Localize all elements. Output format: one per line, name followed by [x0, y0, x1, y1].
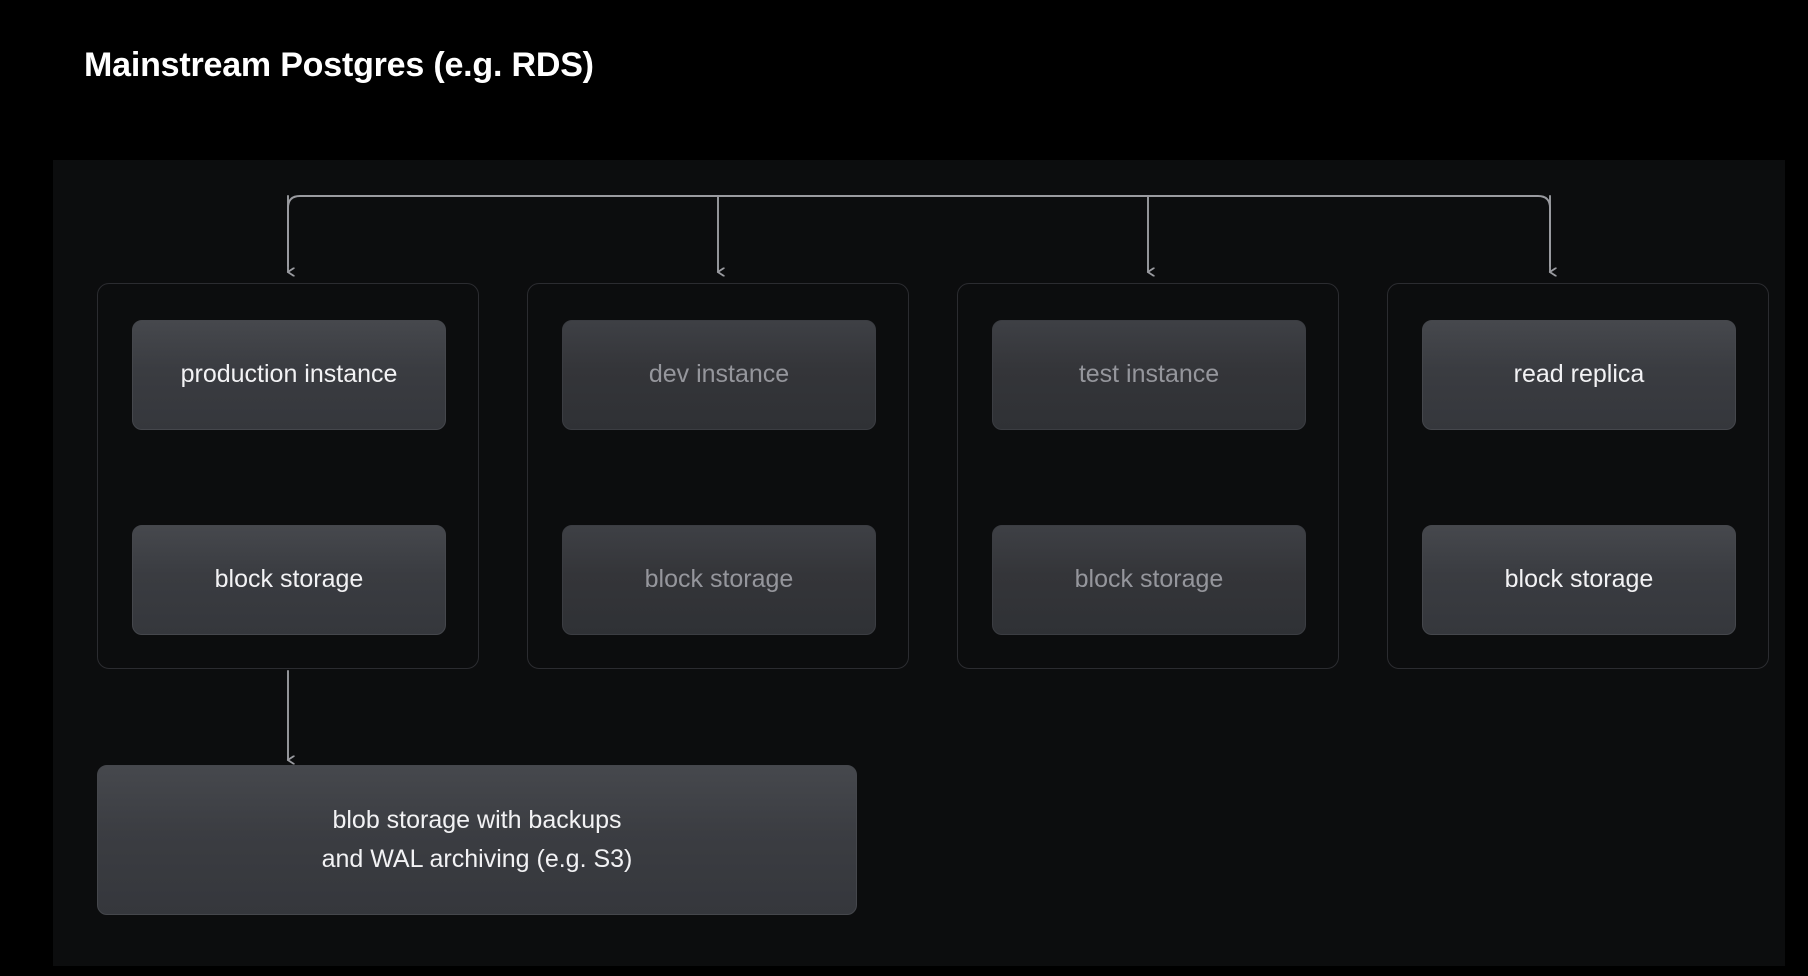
- node-dev-block-storage[interactable]: block storage: [562, 525, 876, 635]
- diagram-panel: production instance block storage dev in…: [53, 160, 1785, 966]
- group-production[interactable]: production instance block storage: [97, 283, 479, 669]
- group-test[interactable]: test instance block storage: [957, 283, 1339, 669]
- node-blob-storage[interactable]: blob storage with backups and WAL archiv…: [97, 765, 857, 915]
- node-production-instance[interactable]: production instance: [132, 320, 446, 430]
- node-dev-instance[interactable]: dev instance: [562, 320, 876, 430]
- page-title: Mainstream Postgres (e.g. RDS): [84, 46, 594, 84]
- blob-storage-line-2: and WAL archiving (e.g. S3): [321, 845, 633, 873]
- node-production-block-storage[interactable]: block storage: [132, 525, 446, 635]
- node-test-instance[interactable]: test instance: [992, 320, 1306, 430]
- node-read-replica-block-storage[interactable]: block storage: [1422, 525, 1736, 635]
- fanout-bus: [287, 195, 1551, 267]
- node-read-replica[interactable]: read replica: [1422, 320, 1736, 430]
- blob-storage-line-1: blob storage with backups: [332, 806, 622, 835]
- group-dev[interactable]: dev instance block storage: [527, 283, 909, 669]
- group-read-replica[interactable]: read replica block storage: [1387, 283, 1769, 669]
- node-test-block-storage[interactable]: block storage: [992, 525, 1306, 635]
